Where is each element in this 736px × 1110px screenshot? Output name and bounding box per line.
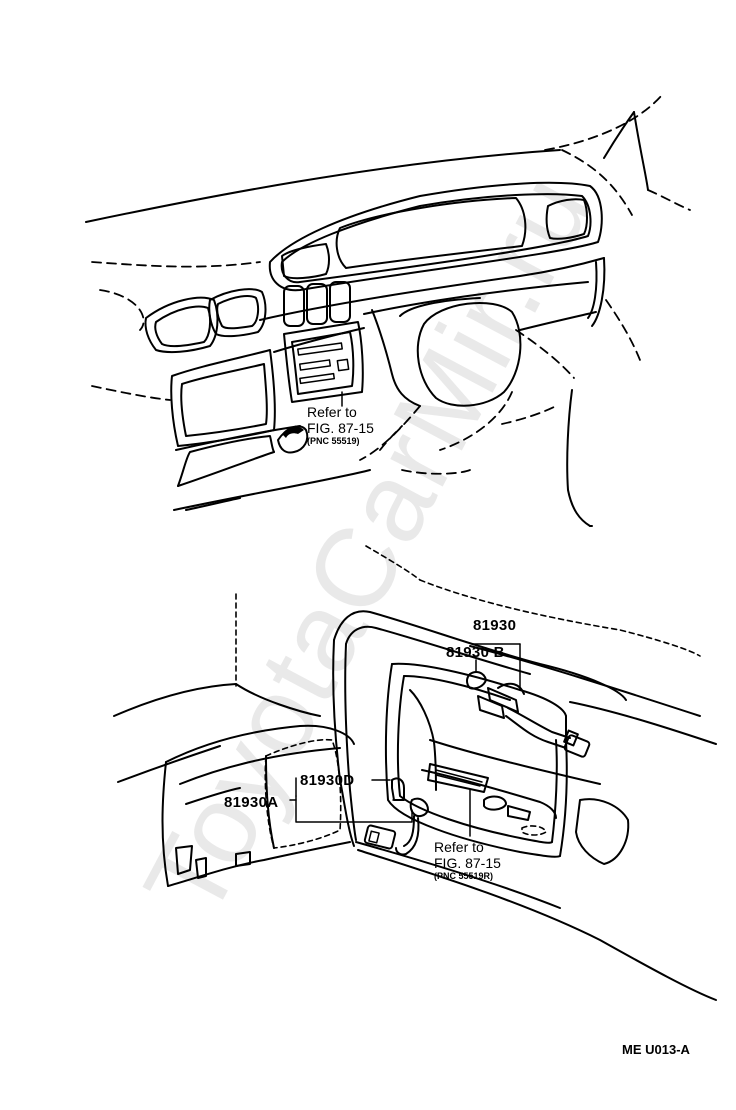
part-81930b-label: 81930 B <box>446 644 505 661</box>
top-refer-line2: FIG. 87-15 <box>307 420 374 436</box>
bottom-refer-line1: Refer to <box>434 839 484 855</box>
bottom-refer-line2: FIG. 87-15 <box>434 855 501 871</box>
luggage-compartment-view <box>113 545 717 1001</box>
bottom-refer-pnc: (PNC 55519R) <box>434 871 494 881</box>
instrument-panel-view <box>85 94 691 527</box>
part-81930a-label: 81930A <box>224 794 279 811</box>
figure-code: ME U013-A <box>622 1042 690 1057</box>
top-refer-pnc: (PNC 55519) <box>307 436 360 446</box>
part-81930d-label: 81930D <box>300 772 355 789</box>
part-81930-label: 81930 <box>473 617 517 634</box>
top-refer-line1: Refer to <box>307 404 357 420</box>
